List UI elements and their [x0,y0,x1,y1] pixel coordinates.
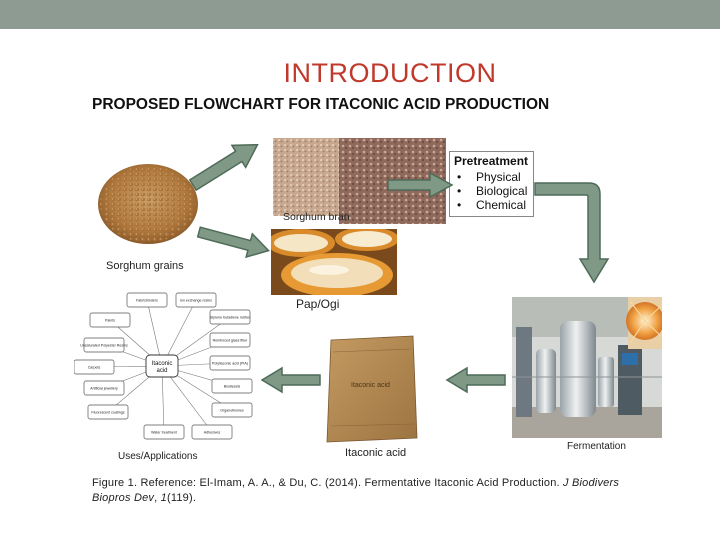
uses-node-label: Unsaturated Polyester Resins [80,344,128,348]
page-title: INTRODUCTION [283,58,497,88]
pap-ogi-image [271,229,397,295]
uses-node: Artificial jewellery [83,380,125,396]
fermentation-image [512,297,662,438]
uses-node-label: Styrene butadiene rubber [210,316,251,320]
uses-node: Water treatment [143,424,185,440]
uses-center-label: acid [156,368,167,374]
pretreatment-item: Physical [454,170,529,184]
pap-ogi-label: Pap/Ogi [296,297,340,311]
uses-node-label: Water treatment [151,431,177,435]
arrow-fermentation-to-bag [445,366,506,394]
top-bar [0,0,720,29]
figure-reference: Figure 1. Reference: El-Imam, A. A., & D… [92,476,652,506]
uses-node-label: Paints [105,319,115,323]
uses-node: Fabricbinders [126,292,168,308]
reference-separator: , [154,492,161,504]
uses-node: Carpets [74,359,115,375]
reference-journal: J Biodivers Biopros Dev [92,477,620,504]
page-subtitle: PROPOSED FLOWCHART FOR ITACONIC ACID PRO… [92,96,550,113]
uses-node: Styrene butadiene rubber [209,309,251,325]
sorghum-grains-image [92,152,204,250]
fermentation-label: Fermentation [567,441,626,452]
uses-node-label: Organotinones [220,409,244,413]
uses-node: Polyitaconic acid (PIA) [209,355,251,371]
pretreatment-item: Biological [454,184,529,198]
arrow-bag-to-uses [260,366,321,394]
arrow-pretreatment-to-fermentation [534,182,610,284]
uses-applications-label: Uses/Applications [118,451,198,462]
itaconic-acid-label: Itaconic acid [345,447,407,459]
uses-node-label: Fluorescent coatings [91,411,124,415]
uses-node-label: Ion exchange resins [180,299,212,303]
arrow-bran-to-pretreatment [387,171,454,199]
uses-center-label: Itaconic [152,361,173,367]
uses-node-label: Biodiesels [224,385,241,389]
uses-node: Adhesives [191,424,233,440]
uses-node-label: Artificial jewellery [90,387,118,391]
uses-center-node [145,354,179,378]
sorghum-bran-label: Sorghum bran [283,211,350,223]
reference-volume: 1 [160,492,167,504]
uses-node: Organotinones [211,402,253,418]
bag-label: Itaconic acid [351,382,390,389]
uses-node-label: Reinforced glass fiber [213,339,249,343]
pretreatment-title: Pretreatment [454,154,529,168]
pretreatment-item: Chemical [454,198,529,212]
uses-node: Unsaturated Polyester Resins [80,337,128,353]
sorghum-grains-label: Sorghum grains [106,260,184,272]
reference-issue: (119). [166,492,197,504]
uses-node: Paints [89,312,131,328]
uses-node-label: Adhesives [204,431,221,435]
arrow-grains-to-pap [196,226,270,259]
arrow-grains-to-bran [188,143,259,192]
uses-node-label: Polyitaconic acid (PIA) [212,362,248,366]
uses-node-label: Carpets [88,366,101,370]
uses-node: Ion exchange resins [175,292,217,308]
uses-node-label: Fabricbinders [136,299,158,303]
itaconic-acid-bag-image: Itaconic acid [325,334,419,444]
uses-node: Reinforced glass fiber [209,332,251,348]
reference-text: Figure 1. Reference: El-Imam, A. A., & D… [92,477,564,489]
pretreatment-box: Pretreatment Physical Biological Chemica… [449,151,534,217]
pretreatment-list: Physical Biological Chemical [454,170,529,212]
uses-node: Biodiesels [211,378,253,394]
uses-node: Fluorescent coatings [87,404,129,420]
